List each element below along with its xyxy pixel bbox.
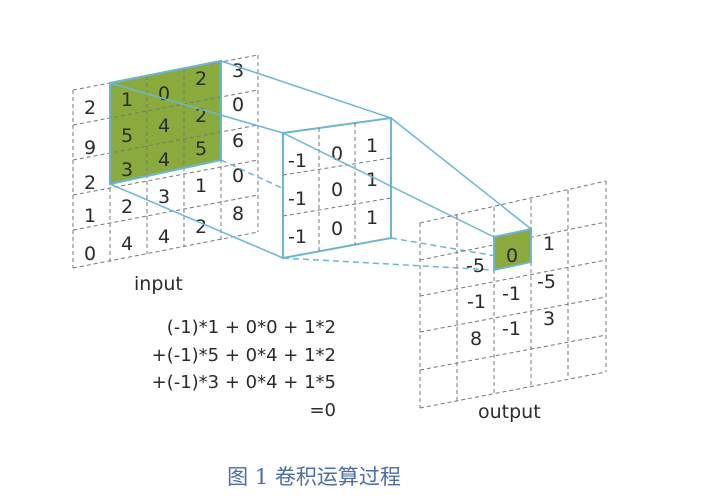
input-cell: 3 [158, 186, 170, 208]
formula-line-3: +(-1)*3 + 0*4 + 1*5 [152, 372, 336, 393]
input-cell: 2 [195, 216, 207, 238]
output-cell: 3 [543, 308, 555, 330]
input-cell: 2 [121, 196, 133, 218]
kernel-cell: 0 [331, 218, 343, 240]
input-cell: 0 [84, 243, 96, 265]
kernel-cell: -1 [288, 150, 307, 172]
kernel-cell: -1 [288, 188, 307, 210]
input-cell: 4 [158, 226, 170, 248]
input-matrix: 2 9 2 1 0 1 0 2 3 5 4 2 0 3 4 5 6 2 3 1 … [72, 54, 259, 295]
input-cell: 4 [121, 233, 133, 255]
kernel-matrix: -1 0 1 -1 0 1 -1 0 1 [282, 116, 392, 260]
formula-line-2: +(-1)*5 + 0*4 + 1*2 [152, 345, 336, 366]
input-cell: 5 [121, 125, 133, 147]
kernel-grid-lines [282, 123, 392, 252]
kernel-cell: -1 [288, 226, 307, 248]
input-cell: 5 [195, 138, 207, 160]
output-highlight-cell [493, 227, 532, 272]
output-grid-lines [419, 180, 607, 409]
kernel-cell: 1 [366, 135, 378, 157]
output-matrix: -5 0 1 -1 -1 -5 8 -1 3 output [419, 180, 607, 423]
input-cell: 6 [232, 130, 244, 152]
input-cell: 3 [121, 159, 133, 181]
input-cell: 0 [232, 165, 244, 187]
output-values: -5 0 1 -1 -1 -5 8 -1 3 [466, 233, 556, 350]
kernel-cell: 0 [331, 179, 343, 201]
input-cell: 4 [158, 149, 170, 171]
input-cell: 1 [195, 175, 207, 197]
output-cell: -1 [467, 291, 486, 313]
input-cell: 1 [121, 89, 133, 111]
output-cell: -5 [537, 271, 556, 293]
input-cell: 2 [84, 97, 96, 119]
output-cell: 8 [470, 328, 482, 350]
output-label: output [478, 401, 541, 423]
calculation-formula: (-1)*1 + 0*0 + 1*2 +(-1)*5 + 0*4 + 1*2 +… [152, 317, 336, 421]
kernel-to-output-connectors [282, 117, 532, 271]
figure-caption: 图 1 卷积运算过程 [227, 465, 401, 489]
input-cell: 4 [158, 115, 170, 137]
kernel-cell: 1 [366, 207, 378, 229]
input-cell: 3 [232, 60, 244, 82]
output-cell: -1 [502, 318, 521, 340]
input-cell: 9 [84, 137, 96, 159]
input-cell: 1 [84, 205, 96, 227]
output-cell: 0 [506, 245, 518, 267]
input-cell: 8 [232, 203, 244, 225]
output-cell: -5 [466, 255, 485, 277]
input-cell: 0 [158, 83, 170, 105]
output-cell: -1 [502, 283, 521, 305]
formula-line-1: (-1)*1 + 0*0 + 1*2 [167, 317, 336, 338]
output-cell: 1 [543, 233, 555, 255]
input-label: input [134, 273, 183, 295]
input-cell: 0 [232, 94, 244, 116]
kernel-cell: 1 [366, 169, 378, 191]
kernel-cell: 0 [331, 143, 343, 165]
input-values: 2 9 2 1 0 1 0 2 3 5 4 2 0 3 4 5 6 2 3 1 … [84, 60, 244, 265]
kernel-values: -1 0 1 -1 0 1 -1 0 1 [288, 135, 378, 248]
formula-line-4: =0 [309, 400, 336, 421]
input-cell: 2 [195, 68, 207, 90]
input-cell: 2 [84, 172, 96, 194]
input-grid-lines [72, 54, 259, 269]
